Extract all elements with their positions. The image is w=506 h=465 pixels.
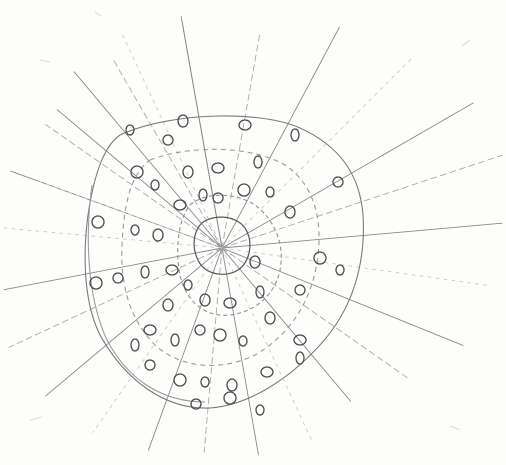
- seed-dot: [295, 285, 305, 295]
- seed-dot: [171, 334, 179, 346]
- seed-dot: [266, 187, 274, 197]
- seed-dot: [145, 360, 155, 370]
- ray-line: [222, 223, 502, 248]
- seed-dot: [131, 225, 139, 235]
- ray-line: [222, 248, 489, 286]
- seed-dot: [201, 377, 209, 387]
- ray-line: [121, 30, 222, 248]
- ray-line: [4, 228, 222, 248]
- seed-dot: [239, 336, 247, 346]
- seed-dot: [265, 312, 275, 324]
- seed-dot: [291, 129, 299, 141]
- seed-dot: [296, 352, 304, 364]
- paper-scratches: [30, 12, 470, 430]
- seed-dot: [254, 156, 262, 168]
- seed-dot: [195, 325, 205, 335]
- seed-dot: [199, 189, 207, 201]
- seed-dot: [163, 135, 173, 145]
- seed-dot: [256, 286, 264, 298]
- seed-dot: [141, 266, 149, 278]
- seed-dot: [224, 392, 236, 404]
- ray-line: [57, 110, 222, 248]
- ray-line: [4, 248, 222, 290]
- seed-dot: [250, 256, 260, 268]
- seed-dot: [184, 280, 192, 290]
- ray-line: [222, 31, 260, 248]
- seed-dot: [238, 184, 250, 196]
- seed-dot: [174, 200, 186, 210]
- seed-dot: [256, 405, 264, 415]
- seed-dot: [174, 374, 186, 386]
- seed-dot: [153, 229, 163, 241]
- seed-dot: [285, 206, 295, 218]
- seed-dot: [336, 265, 344, 275]
- seed-dot: [224, 298, 236, 308]
- seed-dot: [214, 329, 226, 341]
- seed-dot: [178, 115, 188, 127]
- ray-line: [204, 248, 222, 452]
- seed-dot: [166, 265, 178, 275]
- seed-dot: [131, 339, 139, 351]
- seed-dot: [261, 367, 273, 377]
- seed-dot: [113, 273, 123, 283]
- seed-dot: [183, 166, 193, 178]
- ray-line: [222, 248, 258, 455]
- radial-rays: [4, 17, 502, 455]
- seed-dot: [163, 299, 173, 311]
- seed-dot: [294, 335, 306, 345]
- seed-dot: [90, 277, 102, 289]
- seed-dot: [333, 177, 343, 187]
- seed-dot: [151, 180, 159, 190]
- seed-dot: [144, 325, 156, 335]
- seed-dot: [212, 163, 224, 173]
- seed-dot: [92, 216, 104, 228]
- seed-dot: [227, 379, 237, 391]
- seed-dot: [239, 120, 251, 130]
- ray-line: [222, 103, 473, 248]
- seed-dot: [213, 193, 223, 203]
